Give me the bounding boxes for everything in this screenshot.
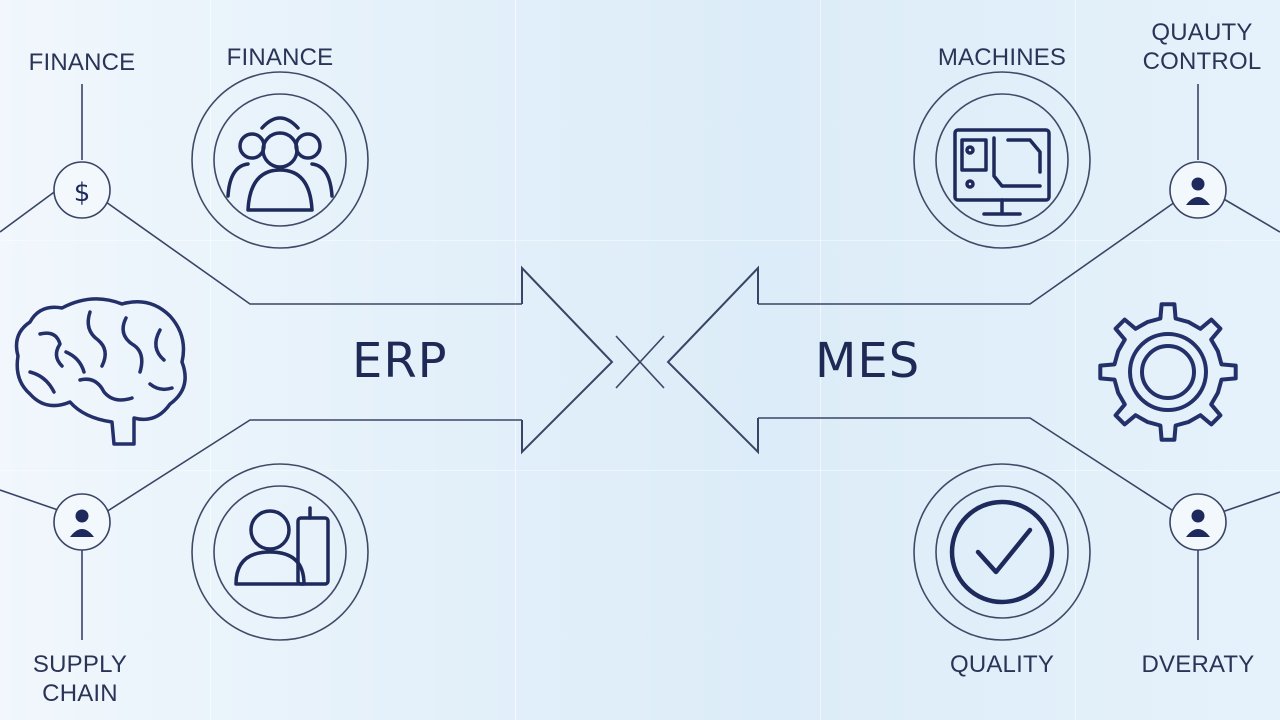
supply-chain-circle xyxy=(191,463,369,641)
person-icon xyxy=(1186,177,1210,205)
supply-chain-label-line1: SUPPLY xyxy=(32,651,128,678)
connector-line xyxy=(1221,491,1280,513)
supply-chain-label: SUPPLY CHAIN xyxy=(20,650,140,708)
finance-circle xyxy=(191,71,369,249)
grid-line xyxy=(0,470,1280,471)
connector-line xyxy=(758,201,1176,305)
dveraty-label: DVERATY xyxy=(1141,651,1255,678)
quality-control-label-line2: CONTROL xyxy=(1142,48,1262,75)
grid-line xyxy=(210,0,211,720)
connector-line xyxy=(0,489,59,511)
monitor-icon xyxy=(953,128,1051,216)
person-icon xyxy=(70,509,94,537)
supply-chain-label-line2: CHAIN xyxy=(42,680,118,707)
person-with-device-icon xyxy=(234,506,330,586)
connector-line xyxy=(1221,197,1280,233)
machines-label: MACHINES xyxy=(937,44,1067,71)
connector-line xyxy=(105,419,522,513)
mes-arrow xyxy=(666,265,759,455)
connector-line xyxy=(0,189,58,233)
grid-line xyxy=(820,0,821,720)
quality-label: QUALITY xyxy=(949,651,1055,678)
erp-arrow xyxy=(521,265,614,455)
checkmark-icon xyxy=(949,499,1055,605)
brain-icon xyxy=(14,297,187,446)
finance-node-label: FINANCE xyxy=(28,49,136,76)
grid-line xyxy=(0,240,1280,241)
quality-circle xyxy=(913,463,1091,641)
connector-line xyxy=(758,417,1176,513)
junction-cross xyxy=(615,335,665,389)
finance-circle-label: FINANCE xyxy=(226,44,334,71)
grid-line xyxy=(515,0,516,720)
people-group-icon xyxy=(226,116,334,212)
person-icon xyxy=(1186,509,1210,537)
finance-node xyxy=(53,161,111,219)
connector-lines xyxy=(0,84,1280,640)
quality-control-label-line1: QUAUTY xyxy=(1151,19,1253,46)
quality-control-label: QUAUTY CONTROL xyxy=(1130,18,1274,76)
erp-label: ERP xyxy=(352,333,448,389)
grid-line xyxy=(1075,0,1076,720)
mes-label: MES xyxy=(815,333,921,389)
dollar-icon: $ xyxy=(74,178,91,208)
gear-icon xyxy=(1098,302,1238,442)
connector-line xyxy=(105,201,522,305)
machines-circle xyxy=(913,71,1091,249)
